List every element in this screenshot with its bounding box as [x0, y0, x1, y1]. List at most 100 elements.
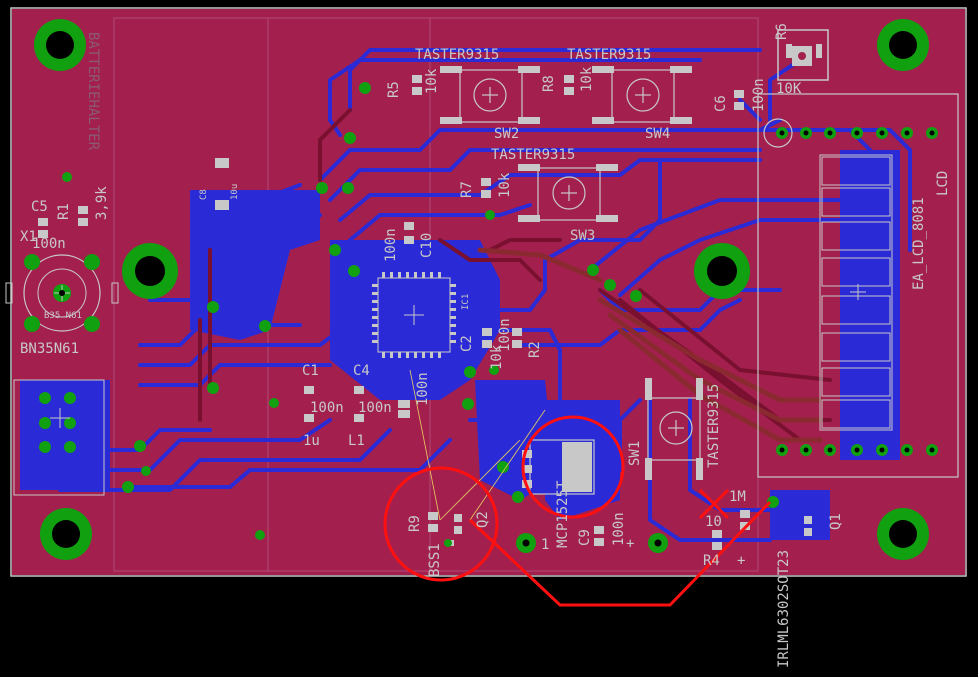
label-r9: R9: [407, 515, 423, 532]
label-c1: C1: [302, 363, 319, 379]
label-c9: C9: [577, 529, 593, 546]
label-c9-value: 100n: [611, 512, 627, 546]
label-ea-lcd: EA_LCD_8081: [911, 197, 927, 290]
label-taster-sw3: TASTER9315: [491, 147, 576, 163]
label-c3-value: 100n: [415, 372, 431, 406]
mount-hole-top-left: [34, 19, 86, 71]
label-r6-value: 10K: [776, 81, 802, 97]
annotation-circle-ic2: [521, 415, 625, 519]
label-c4-value: 100n: [358, 400, 392, 416]
label-r2: R2: [527, 341, 543, 358]
label-r1: R1: [56, 203, 72, 220]
label-mcp1525t: MCP1525T: [555, 480, 571, 548]
label-taster-sw4: TASTER9315: [567, 47, 652, 63]
airwires: [409, 369, 546, 521]
sw4-footprint: [592, 66, 692, 124]
r8-pads: [564, 75, 574, 95]
annotation-line: [468, 500, 772, 607]
c1-pads: [304, 386, 314, 422]
r5-pads: [412, 75, 422, 95]
label-bn35-small: B35 N61: [44, 311, 82, 321]
label-c5-value: 100n: [32, 236, 66, 252]
label-c1-value: 100n: [310, 400, 344, 416]
label-r7: R7: [459, 181, 475, 198]
label-r5-value: 10k: [424, 68, 440, 94]
label-c4: C4: [353, 363, 370, 379]
label-r-value-10: 10: [705, 514, 722, 530]
label-sw3: SW3: [570, 228, 596, 244]
label-l1: L1: [348, 433, 365, 449]
board-outline: [10, 7, 967, 577]
label-ic2: IC2: [571, 467, 587, 493]
push-buttons: [440, 66, 703, 480]
label-plus-c9: +: [626, 536, 635, 552]
label-c8-value: 10u: [230, 183, 240, 200]
mount-hole-mid-right: [694, 243, 750, 299]
sw2-footprint: [440, 66, 540, 124]
annotation-cross: [698, 488, 730, 520]
c5-pads: [38, 218, 48, 238]
label-irlml6302: IRLML6302SOT23: [776, 549, 792, 668]
lcd-fanout: [477, 247, 823, 443]
c10-pads: [404, 222, 414, 244]
label-c1-1u: 1u: [303, 433, 320, 449]
label-r6: R6: [774, 23, 790, 40]
label-bss: BSS1: [427, 543, 443, 577]
label-ic1: IC1: [461, 293, 471, 310]
label-sw1: SW1: [627, 440, 643, 466]
label-pin-1: 1: [541, 537, 550, 553]
c4-pads: [354, 386, 364, 422]
label-r8: R8: [541, 75, 557, 92]
r7-pads: [481, 178, 491, 198]
label-r8-value: 10k: [579, 66, 595, 92]
vias: [62, 82, 779, 553]
ic2-regulator: [522, 439, 595, 495]
label-r3-value: 1M: [729, 489, 746, 505]
sw1-footprint: [645, 378, 703, 480]
x1-crystal: [5, 254, 119, 332]
c2-pads: [482, 328, 492, 348]
mount-hole-bottom-right: [877, 508, 929, 560]
label-c6: C6: [713, 95, 729, 112]
label-c2-value: 100n: [497, 318, 513, 352]
label-q2: Q2: [475, 511, 491, 528]
label-q1: Q1: [828, 513, 844, 530]
label-x1: X1: [20, 229, 37, 245]
label-plus-r4: +: [737, 553, 746, 569]
c9-pads: [594, 526, 604, 546]
q1-pads: [804, 516, 812, 536]
mount-hole-mid-left: [122, 243, 178, 299]
dark-traces: [198, 108, 832, 442]
label-c10: C10: [419, 232, 435, 258]
c8-pads: [215, 158, 229, 210]
lcd-module: [757, 93, 959, 478]
label-r1-value: 3,9k: [94, 186, 110, 220]
label-c5: C5: [31, 199, 48, 215]
label-bn35n61: BN35N61: [20, 341, 80, 357]
r6-trimpot: [777, 29, 829, 81]
label-taster-sw1: TASTER9315: [706, 383, 722, 468]
c3-pads: [398, 400, 410, 418]
label-batterie: BATTERIEHALTER: [85, 32, 101, 151]
annotation-circle-q2: [383, 466, 499, 582]
label-c8: C8: [199, 189, 209, 200]
r4-pads: [712, 530, 722, 550]
mount-hole-top-right: [877, 19, 929, 71]
label-lcd: LCD: [935, 170, 951, 196]
via-holes: [59, 290, 662, 547]
r1-pads: [78, 206, 88, 226]
label-taster-sw2: TASTER9315: [415, 47, 500, 63]
label-c10-value: 100n: [383, 228, 399, 262]
label-sw4: SW4: [645, 126, 671, 142]
ic1-mcu: [372, 272, 456, 358]
r2-pads: [512, 328, 522, 348]
label-r5: R5: [386, 81, 402, 98]
sw3-footprint: [518, 164, 618, 222]
r9-pads: [428, 512, 438, 532]
battery-holder: [13, 379, 105, 496]
review-annotations: [383, 415, 772, 607]
mounting-holes: [34, 19, 929, 560]
c6-pads: [734, 90, 744, 110]
mount-hole-bottom-left: [40, 508, 92, 560]
